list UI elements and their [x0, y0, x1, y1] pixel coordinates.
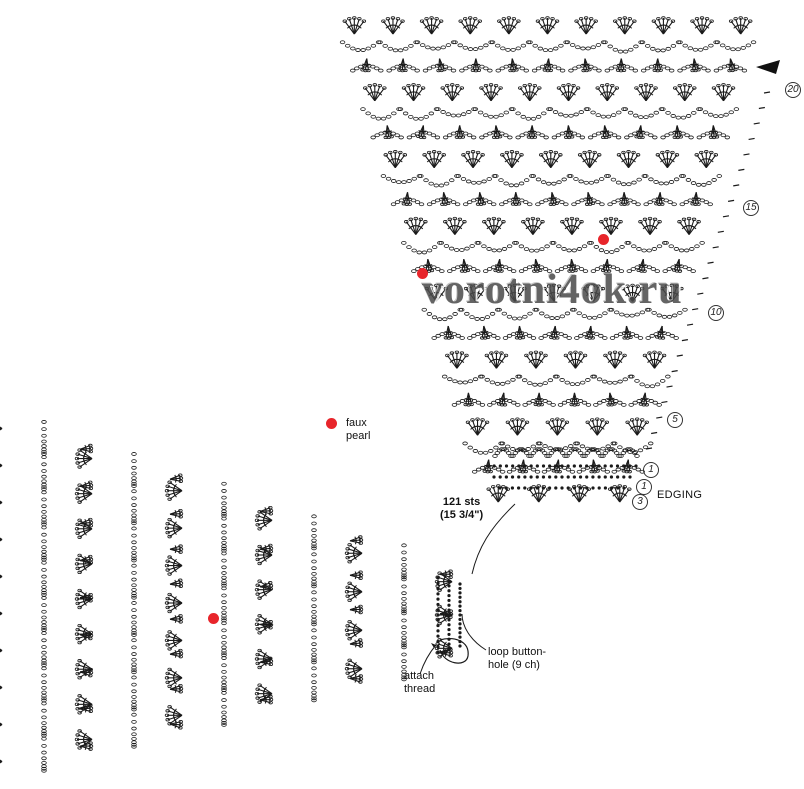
faux-pearl-legend-dot [326, 418, 337, 429]
attach-thread-label: attach thread [404, 670, 436, 695]
upper-collar-chart [339, 16, 757, 503]
faux-pearl-marker [208, 613, 219, 624]
stitch-count-label: 121 sts (15 3/4") [440, 496, 484, 521]
edging-row-number-1: 1 [636, 479, 652, 495]
loop-buttonhole-label: loop button- hole (9 ch) [488, 646, 547, 671]
faux-pearl-marker [598, 234, 609, 245]
row-number-15: 15 [743, 200, 759, 216]
row-number-1: 1 [643, 462, 659, 478]
triangle-marker-icon [756, 60, 780, 74]
faux-pearl-legend-label: faux pearl [346, 417, 371, 442]
lower-collar-chart [0, 420, 462, 773]
row-number-10: 10 [708, 305, 724, 321]
row-number-20: 20 [785, 82, 801, 98]
faux-pearl-marker [417, 268, 428, 279]
edging-label: EDGING [657, 489, 703, 501]
leader-lines [419, 91, 771, 675]
watermark: vorotni4ok.ru [422, 267, 683, 313]
edging-row-number-3: 3 [632, 494, 648, 510]
row-number-5: 5 [667, 412, 683, 428]
